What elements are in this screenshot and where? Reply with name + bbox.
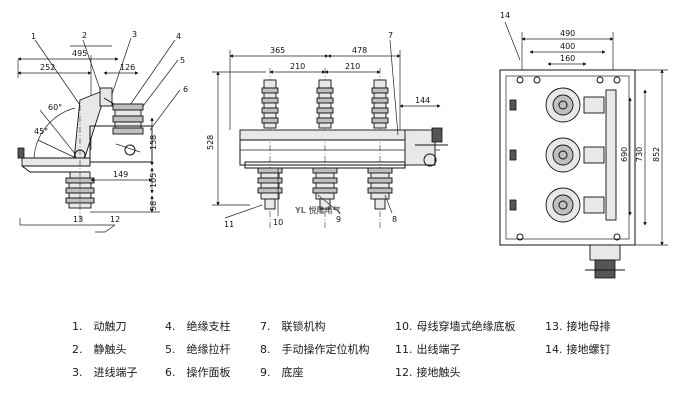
dim-160: 160 [560, 54, 575, 63]
legend-item-number: 6. [165, 366, 176, 379]
callout-6: 6 [183, 85, 188, 94]
dim-478: 478 [352, 46, 367, 55]
dim-490: 490 [560, 29, 575, 38]
legend-item: 14. 接地螺钉 [545, 341, 611, 357]
legend-item-number: 12. [395, 366, 413, 379]
side-view: 252 495 126 1 2 3 4 5 6 60° 45° [17, 30, 188, 233]
dim-852: 852 [652, 147, 661, 162]
legend-item-number: 1. [72, 320, 83, 333]
dim-365: 365 [270, 46, 285, 55]
technical-drawing: 252 495 126 1 2 3 4 5 6 60° 45° [17, 11, 668, 279]
legend-item-label: 出线端子 [413, 343, 461, 356]
legend-item: 7. 联锁机构 [260, 318, 326, 334]
dim-105: 105 [149, 173, 158, 188]
parts-legend: 1. 动触刀 2. 静触头 3. 进线端子 4. 绝缘支柱 5. 绝缘拉杆 6. 操作面板… [0, 312, 700, 392]
legend-item: 10. 母线穿墙式绝缘底板 [395, 318, 516, 334]
legend-item: 2. 静触头 [72, 341, 127, 357]
callout-14: 14 [500, 11, 510, 20]
legend-item: 6. 操作面板 [165, 364, 231, 380]
callout-3: 3 [132, 30, 137, 39]
callout-2: 2 [82, 31, 87, 40]
callout-13: 13 [73, 215, 83, 224]
dim-58: 58 [149, 201, 158, 211]
front-view: 365 478 210 210 144 528 [206, 31, 448, 230]
legend-item: 12. 接地触头 [395, 364, 461, 380]
dim-528: 528 [206, 135, 215, 150]
legend-item-label: 操作面板 [183, 366, 231, 379]
angle-45: 45° [34, 127, 48, 136]
dim-149: 149 [113, 170, 128, 179]
legend-item-number: 9. [260, 366, 271, 379]
callout-12: 12 [110, 215, 120, 224]
dim-690: 690 [620, 147, 629, 162]
legend-item-label: 接地螺钉 [563, 343, 611, 356]
dim-144: 144 [415, 96, 430, 105]
callout-11: 11 [224, 220, 234, 229]
legend-item-number: 8. [260, 343, 271, 356]
dim-158: 158 [149, 135, 158, 150]
callout-5: 5 [180, 56, 185, 65]
legend-item-label: 手动操作定位机构 [278, 343, 370, 356]
dim-210-a: 210 [290, 62, 305, 71]
dim-252: 252 [40, 63, 55, 72]
legend-item-number: 2. [72, 343, 83, 356]
legend-item-number: 10. [395, 320, 413, 333]
watermark: YL 悦隆电气 [294, 205, 341, 215]
dim-210-b: 210 [345, 62, 360, 71]
legend-item-label: 接地触头 [413, 366, 461, 379]
legend-item-label: 进线端子 [90, 366, 138, 379]
legend-item-label: 动触刀 [90, 320, 127, 333]
rear-view: 14 490 400 160 [499, 11, 668, 279]
angle-60: 60° [48, 103, 62, 112]
callout-9: 9 [336, 215, 341, 224]
legend-item-number: 14. [545, 343, 563, 356]
legend-item-number: 4. [165, 320, 176, 333]
dim-730: 730 [635, 147, 644, 162]
legend-item-number: 7. [260, 320, 271, 333]
callout-1: 1 [31, 32, 36, 41]
dim-400: 400 [560, 42, 575, 51]
legend-item-label: 静触头 [90, 343, 127, 356]
legend-item: 4. 绝缘支柱 [165, 318, 231, 334]
legend-item: 1. 动触刀 [72, 318, 127, 334]
legend-item: 11. 出线端子 [395, 341, 461, 357]
legend-item-number: 11. [395, 343, 413, 356]
callout-10: 10 [273, 218, 283, 227]
legend-item: 9. 底座 [260, 364, 304, 380]
callout-8: 8 [392, 215, 397, 224]
legend-item-label: 底座 [278, 366, 304, 379]
legend-item: 3. 进线端子 [72, 364, 138, 380]
legend-item-number: 3. [72, 366, 83, 379]
legend-item-label: 接地母排 [563, 320, 611, 333]
legend-item-number: 5. [165, 343, 176, 356]
dim-495: 495 [72, 49, 87, 58]
legend-item-label: 联锁机构 [278, 320, 326, 333]
legend-item: 5. 绝缘拉杆 [165, 341, 231, 357]
callout-7: 7 [388, 31, 393, 40]
callout-4: 4 [176, 32, 181, 41]
legend-item-label: 绝缘支柱 [183, 320, 231, 333]
legend-item: 13. 接地母排 [545, 318, 611, 334]
legend-item-label: 绝缘拉杆 [183, 343, 231, 356]
legend-item-label: 母线穿墙式绝缘底板 [413, 320, 516, 333]
dim-126: 126 [120, 63, 135, 72]
legend-item: 8. 手动操作定位机构 [260, 341, 370, 357]
legend-item-number: 13. [545, 320, 563, 333]
